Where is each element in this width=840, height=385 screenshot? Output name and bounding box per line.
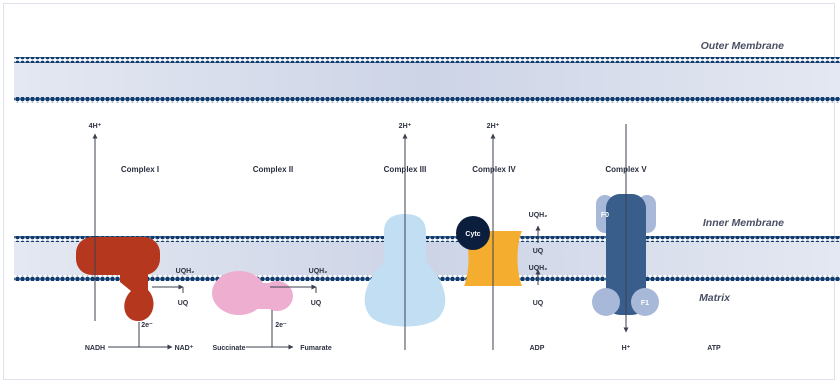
matrix-label: Matrix (699, 292, 731, 304)
fumarate-label: Fumarate (300, 345, 332, 352)
f0-label: F0 (601, 212, 609, 219)
complex-4-uq-bottom-label: UQ (533, 300, 544, 307)
complex-3-proton-label: 2H⁺ (399, 123, 412, 130)
complex-2-shape (212, 271, 293, 315)
cytc-circle (456, 216, 490, 250)
complex-5-proton-label: H⁺ (622, 345, 631, 352)
atp-label: ATP (707, 345, 721, 352)
complex-2-label: Complex II (253, 165, 293, 174)
f1-label: F1 (641, 300, 649, 307)
complex-1-uqh2-label: UQH₂ (176, 268, 195, 275)
complex-2-electron-label: 2e⁻ (275, 322, 287, 329)
complex-1-electron-label: 2e⁻ (141, 322, 153, 329)
complex-1-label: Complex I (121, 165, 159, 174)
complex-2-uq-label: UQ (311, 300, 322, 307)
outer-membrane (14, 57, 840, 103)
complex-4-uqh2-top-label: UQH₂ (529, 212, 548, 219)
complex-4-label: Complex IV (472, 165, 516, 174)
inner-membrane-top-beads (14, 236, 840, 242)
outer-membrane-top-beads (14, 57, 840, 63)
cytc-label: Cytc (465, 231, 480, 238)
outer-membrane-label: Outer Membrane (701, 40, 785, 52)
nadh-label: NADH (85, 345, 105, 352)
diagram-frame (3, 3, 835, 380)
adp-label: ADP (530, 345, 545, 352)
complex-2-uqh2-label: UQH₂ (309, 268, 328, 275)
complex-4-proton-label: 2H⁺ (487, 123, 500, 130)
succinate-label: Succinate (212, 345, 245, 352)
outer-membrane-bottom-beads (14, 97, 840, 103)
inner-membrane-label: Inner Membrane (703, 217, 784, 229)
complex-4-uq-top-label: UQ (533, 248, 544, 255)
complex-1-shape (76, 237, 160, 322)
complex-4-uqh2-bottom-label: UQH₂ (529, 265, 548, 272)
nad-label: NAD⁺ (175, 345, 194, 352)
complex-1-uq-label: UQ (178, 300, 189, 307)
complex-1-proton-label: 4H⁺ (89, 123, 102, 130)
